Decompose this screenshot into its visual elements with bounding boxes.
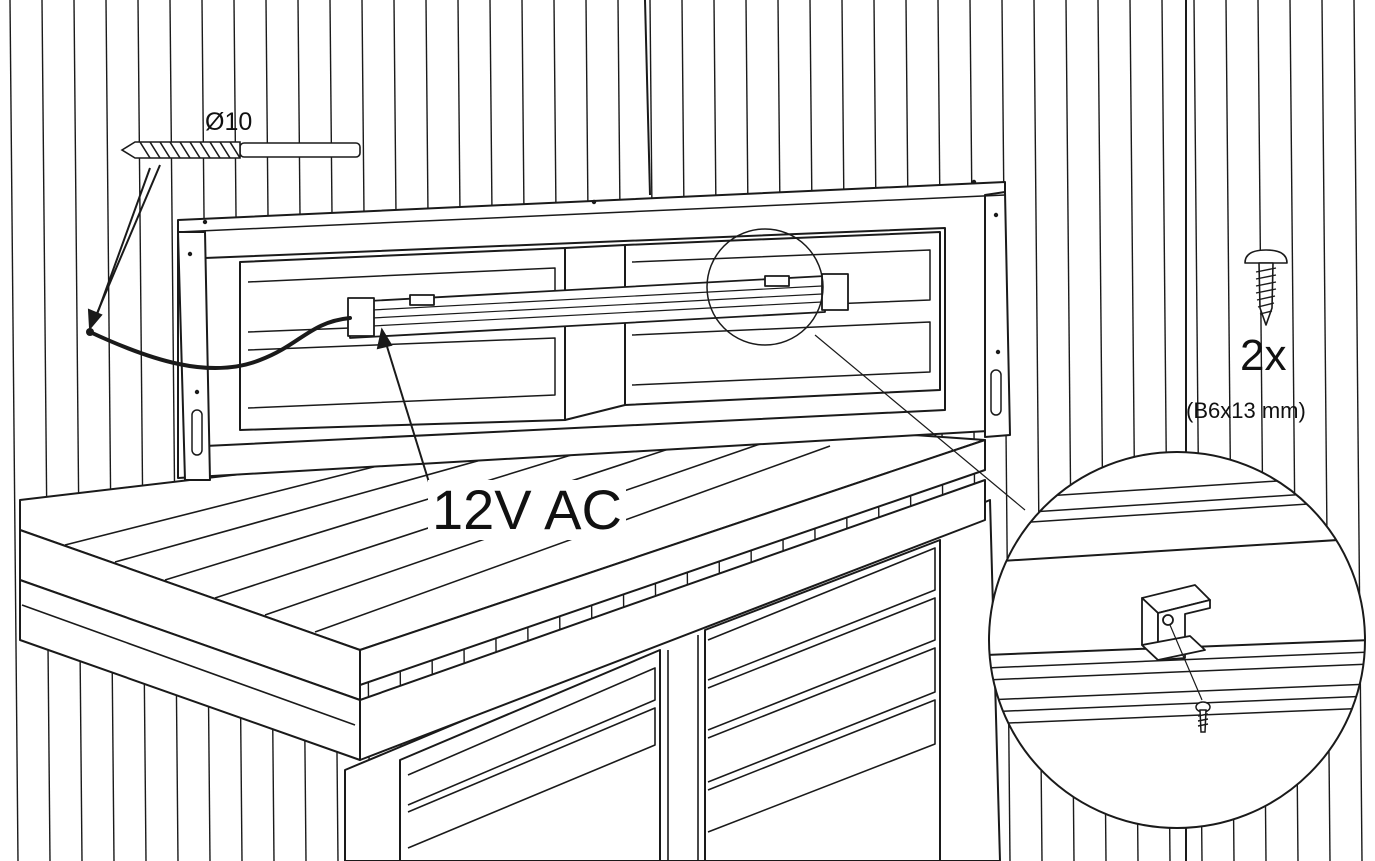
detail-zoom-circle bbox=[988, 451, 1366, 829]
wall-plank-line bbox=[105, 0, 115, 861]
wall-plank-line bbox=[41, 0, 51, 861]
wall-plank-line bbox=[73, 0, 83, 861]
wall-plank-line bbox=[1353, 0, 1363, 861]
voltage-label: 12V AC bbox=[428, 480, 626, 540]
screw-icon bbox=[1244, 249, 1288, 326]
light-bar bbox=[347, 273, 849, 339]
backrest-frame bbox=[177, 179, 1011, 481]
screw-size-label: (B6x13 mm) bbox=[1186, 398, 1306, 423]
mounting-clip bbox=[1141, 584, 1211, 661]
cabinet-front bbox=[344, 499, 1001, 861]
detail-screw bbox=[1195, 701, 1211, 733]
screw-quantity-label: 2x bbox=[1240, 331, 1287, 380]
drill-size-label: Ø10 bbox=[205, 108, 253, 136]
wall-plank-line bbox=[137, 0, 147, 861]
wall-plank-line bbox=[9, 0, 19, 861]
power-cable bbox=[88, 316, 352, 371]
wall-plank-line bbox=[169, 0, 179, 861]
detail-source-circle bbox=[706, 228, 824, 346]
arrows bbox=[87, 164, 1026, 511]
drill-bit-icon bbox=[120, 141, 361, 159]
